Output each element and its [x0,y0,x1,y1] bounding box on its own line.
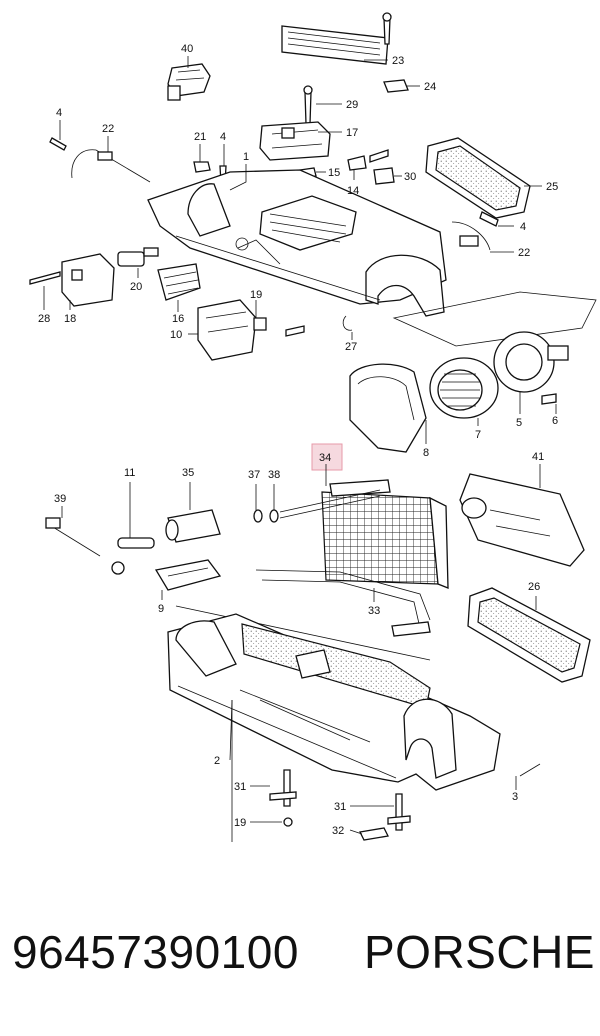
callout-27: 27 [345,341,357,353]
brand-name: PORSCHE [364,926,595,978]
callout-31: 31 [334,801,346,813]
drain-pipe-part-33 [255,569,431,637]
o-ring-part-38 [269,509,279,523]
evaporator-part-34 [279,479,449,589]
lower-housing-part-2 [167,613,501,791]
caption-footer: 96457390100 PORSCHE [0,925,600,995]
callout-7: 7 [475,429,481,441]
callout-22: 22 [518,247,530,259]
clip-part-27 [342,315,353,331]
screw-part-4c [479,211,499,227]
cable-part-22b [451,221,491,251]
callout-16: 16 [172,313,184,325]
callout-28: 28 [38,313,50,325]
callout-40: 40 [181,43,193,55]
upper-housing-part-1 [147,169,447,317]
blower-resistor-part-18 [61,253,115,307]
valve-part-11 [117,537,155,549]
blower-wheel-part-7 [429,357,499,419]
actuator-part-17 [259,121,331,161]
clip-part-24 [383,79,409,93]
callout-22: 22 [102,123,114,135]
switch-part-40 [167,63,211,101]
callout-39: 39 [54,493,66,505]
callout-8: 8 [423,447,429,459]
callout-18: 18 [64,313,76,325]
callout-31: 31 [234,781,246,793]
callout-2: 2 [214,755,220,767]
clip-part-14 [347,155,367,171]
nut-part-21 [193,161,211,173]
callout-10: 10 [170,329,182,341]
highlight-box [311,443,343,471]
screw-head-icon [382,12,392,22]
callout-6: 6 [552,415,558,427]
callout-25: 25 [546,181,558,193]
part-number: 96457390100 [12,926,299,978]
callout-21: 21 [194,131,206,143]
callout-23: 23 [392,55,404,67]
vent-grille-part-23 [281,25,389,65]
callout-20: 20 [130,281,142,293]
callout-5: 5 [516,417,522,429]
control-unit-part-10 [197,299,257,361]
leader-lines [43,56,557,842]
callout-35: 35 [182,467,194,479]
o-ring-part-37 [253,509,263,523]
clip-part-6 [541,393,557,405]
callout-19: 19 [250,289,262,301]
callout-4: 4 [220,131,226,143]
callout-9: 9 [158,603,164,615]
clip-part-32 [359,827,389,841]
callout-34: 34 [319,452,331,464]
screw-part-23 [383,17,391,45]
callout-19: 19 [234,817,246,829]
screw-part-29 [304,91,312,125]
clip-part-31a [269,769,297,807]
callout-17: 17 [346,127,358,139]
nut-icon [111,561,125,575]
callout-26: 26 [528,581,540,593]
callout-37: 37 [248,469,260,481]
callout-4: 4 [520,221,526,233]
air-filter-part-25 [425,137,531,219]
spring-part [369,149,389,163]
callout-24: 24 [424,81,436,93]
blower-motor-part-5 [493,331,569,393]
callout-32: 32 [332,825,344,837]
expansion-valve-part-35 [165,509,221,543]
screw-part-19b [283,817,293,827]
clip-part-31b [387,793,411,831]
callout-4: 4 [56,107,62,119]
callout-38: 38 [268,469,280,481]
screw-small [285,325,305,337]
bowden-cable-part-22 [71,149,151,183]
bracket-part-30 [373,167,395,185]
callout-3: 3 [512,791,518,803]
bulb-holder-part-20 [117,247,159,267]
screw-part-4 [49,137,67,151]
screw-part-28 [29,271,61,285]
drain-valve-part-9 [154,559,222,591]
callout-29: 29 [346,99,358,111]
callout-11: 11 [124,467,135,479]
callout-30: 30 [404,171,416,183]
exploded-parts-diagram: 40 23 24 29 4 22 21 4 1 17 15 14 30 25 4… [29,12,597,842]
heater-valve-part-41 [459,473,585,567]
callout-15: 15 [328,167,340,179]
temp-sensor-part-39 [45,517,101,557]
gasket-part-26 [467,587,591,683]
screw-part-19a [253,317,267,331]
blower-housing-part-8 [349,363,427,453]
callout-33: 33 [368,605,380,617]
grommet-part-16 [157,263,201,301]
callout-14: 14 [347,185,359,197]
callout-41: 41 [532,451,544,463]
callout-1: 1 [243,151,249,163]
